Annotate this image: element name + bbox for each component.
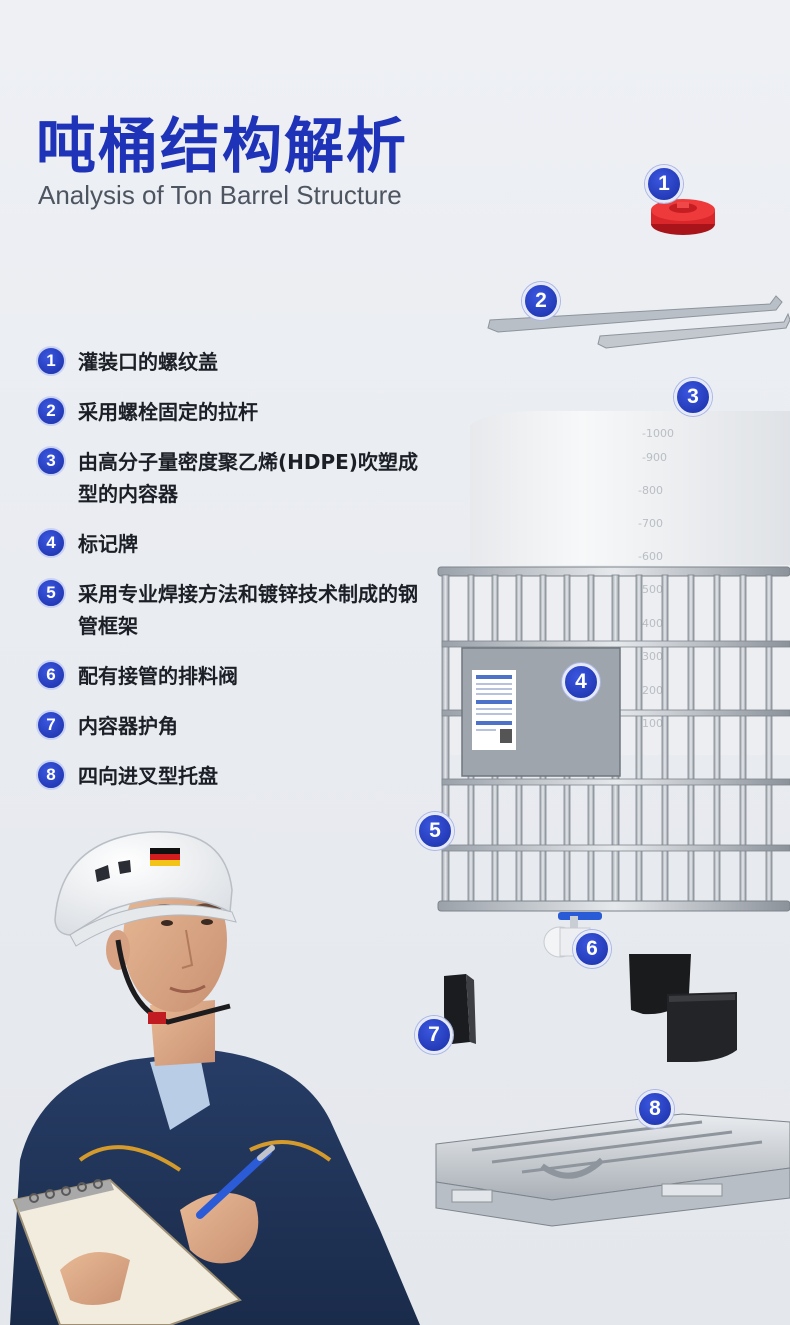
legend-item-label: 灌装口的螺纹盖	[78, 350, 218, 374]
legend-item-label: 内容器护角	[78, 714, 178, 738]
legend-item-label: 配有接管的排料阀	[78, 664, 238, 688]
legend-number-badge: 4	[36, 528, 66, 558]
screw-cap-illustration	[651, 199, 715, 235]
legend-item: 2 采用螺栓固定的拉杆	[36, 396, 436, 428]
legend-item-label: 由高分子量密度聚乙烯(HDPE)吹塑成型的内容器	[78, 450, 418, 506]
legend-item: 6 配有接管的排料阀	[36, 660, 436, 692]
marker-inner-container: 3	[674, 378, 712, 416]
legend-number-badge: 3	[36, 446, 66, 476]
legend-item-label: 四向进叉型托盘	[78, 764, 218, 788]
worker-illustration	[10, 831, 420, 1325]
tank-scale-mark: -400	[638, 617, 663, 630]
legend-item-label: 采用螺栓固定的拉杆	[78, 400, 258, 424]
corner-guards-illustration	[629, 954, 737, 1062]
legend-item: 7 内容器护角	[36, 710, 436, 742]
tank-scale-mark: -1000	[642, 427, 674, 440]
legend-item-label: 标记牌	[78, 532, 138, 556]
legend-number-badge: 8	[36, 760, 66, 790]
legend-number-badge: 6	[36, 660, 66, 690]
legend-item: 1 灌装口的螺纹盖	[36, 346, 436, 378]
tank-scale-mark: -600	[638, 550, 663, 563]
marker-pallet: 8	[636, 1090, 674, 1128]
ibc-tank-illustration: -1000 -900 -800 -700 -600 -500 -400 -300…	[437, 411, 790, 912]
legend-item: 8 四向进叉型托盘	[36, 760, 436, 792]
legend-number-badge: 2	[36, 396, 66, 426]
tank-scale-mark: -100	[638, 717, 663, 730]
tank-scale-mark: -800	[638, 484, 663, 497]
legend-number-badge: 7	[36, 710, 66, 740]
legend-list: 1 灌装口的螺纹盖 2 采用螺栓固定的拉杆 3 由高分子量密度聚乙烯(HDPE)…	[36, 346, 436, 810]
marker-label-plate: 4	[562, 663, 600, 701]
tank-scale-mark: -900	[642, 451, 667, 464]
legend-number-badge: 1	[36, 346, 66, 376]
marker-discharge-valve: 6	[573, 930, 611, 968]
pallet-illustration	[435, 1113, 790, 1227]
page-subtitle: Analysis of Ton Barrel Structure	[38, 180, 402, 210]
marker-steel-frame: 5	[416, 812, 454, 850]
label-plate	[461, 647, 621, 777]
legend-item: 5 采用专业焊接方法和镀锌技术制成的钢管框架	[36, 578, 436, 642]
marker-corner-guard: 7	[415, 1016, 453, 1054]
tank-scale-mark: -700	[638, 517, 663, 530]
page-title: 吨桶结构解析	[36, 112, 408, 182]
marker-tie-rods: 2	[522, 282, 560, 320]
legend-number-badge: 5	[36, 578, 66, 608]
legend-item: 3 由高分子量密度聚乙烯(HDPE)吹塑成型的内容器	[36, 446, 436, 510]
legend-item-label: 采用专业焊接方法和镀锌技术制成的钢管框架	[78, 582, 418, 638]
legend-item: 4 标记牌	[36, 528, 436, 560]
tank-scale-mark: -500	[638, 583, 663, 596]
tank-scale-mark: -300	[638, 650, 663, 663]
marker-screw-cap: 1	[645, 165, 683, 203]
tank-scale-mark: -200	[638, 684, 663, 697]
